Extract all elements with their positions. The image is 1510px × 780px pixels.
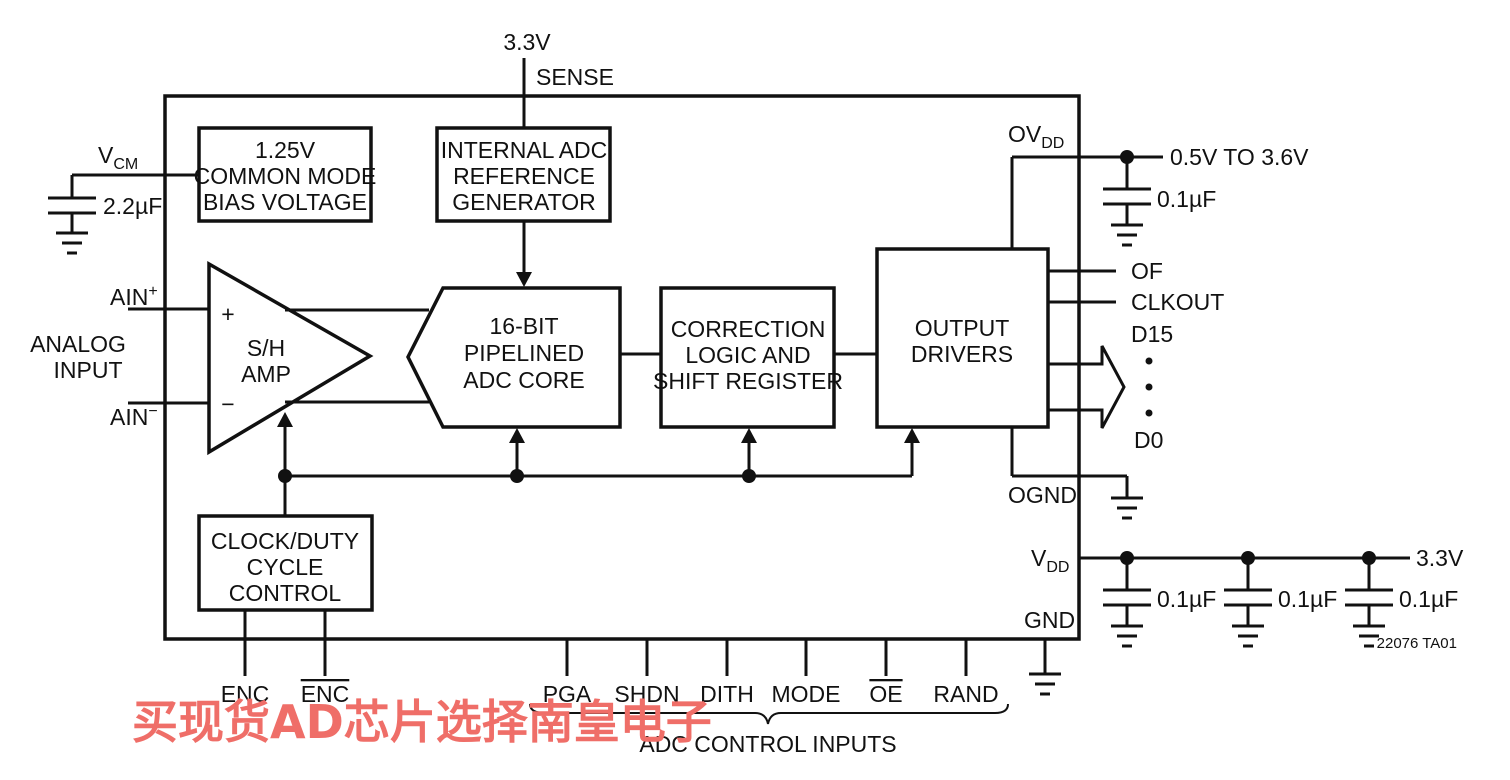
bias-voltage-block <box>197 126 373 223</box>
correction-line-2: LOGIC AND <box>685 342 810 368</box>
clock-junction-1 <box>278 469 292 483</box>
output-line-1: OUTPUT <box>915 315 1010 341</box>
bus-dot-1 <box>1145 357 1153 365</box>
correction-logic-block <box>659 286 836 429</box>
analog-input-line-2: INPUT <box>54 357 123 383</box>
vdd-label: VDD <box>1031 545 1069 576</box>
pga-label: PGA <box>543 681 592 707</box>
of-label: OF <box>1131 258 1163 284</box>
ovdd-label: OVDD <box>1008 121 1064 152</box>
reference-line-1: INTERNAL ADC <box>441 137 608 163</box>
clkout-label: CLKOUT <box>1131 289 1224 315</box>
gnd-label: GND <box>1024 607 1075 633</box>
adc-core-block <box>406 286 622 429</box>
oe-bar-label: OE <box>869 681 902 707</box>
vdd-cap-2 <box>1224 551 1272 648</box>
dith-label: DITH <box>700 681 754 707</box>
bias-line-3: BIAS VOLTAGE <box>203 189 367 215</box>
clock-line-2: CYCLE <box>247 554 324 580</box>
ovdd-ground-icon <box>1111 223 1143 247</box>
ognd-ground-icon <box>1111 496 1143 520</box>
chip-outline <box>163 94 1081 641</box>
mode-label: MODE <box>772 681 841 707</box>
sh-amp-line-1: S/H <box>247 335 285 361</box>
clock-output-arrow <box>904 428 920 443</box>
output-drivers-block <box>875 247 1050 429</box>
d15-label: D15 <box>1131 321 1173 347</box>
clock-amp-arrow <box>277 412 293 427</box>
vdd-cap-2-label: 0.1µF <box>1278 586 1337 612</box>
ovdd-range-label: 0.5V TO 3.6V <box>1170 144 1309 170</box>
gnd-ground-icon <box>1029 672 1061 696</box>
ain-plus-label: AIN+ <box>110 283 158 310</box>
adc-control-inputs-label: ADC CONTROL INPUTS <box>639 731 896 757</box>
d0-label: D0 <box>1134 427 1163 453</box>
bias-line-2: COMMON MODE <box>194 163 377 189</box>
vdd-cap-1 <box>1103 551 1151 648</box>
sense-label: SENSE <box>536 64 614 90</box>
amp-plus-sign: + <box>221 301 234 327</box>
output-line-2: DRIVERS <box>911 341 1013 367</box>
control-inputs-brace <box>529 703 1009 725</box>
bus-dot-3 <box>1145 409 1153 417</box>
enc-bar-label: ENC <box>301 681 350 707</box>
correction-line-1: CORRECTION <box>671 316 826 342</box>
figure-id: 22076 TA01 <box>1377 635 1457 652</box>
vdd-cap-1-label: 0.1µF <box>1157 586 1216 612</box>
amp-minus-sign: − <box>221 391 234 417</box>
vdd-cap-3-label: 0.1µF <box>1399 586 1458 612</box>
vcm-cap-label: 2.2µF <box>103 193 162 219</box>
clock-line-1: CLOCK/DUTY <box>211 528 359 554</box>
bus-dot-2 <box>1145 383 1153 391</box>
reference-line-3: GENERATOR <box>452 189 596 215</box>
ovdd-cap-label: 0.1µF <box>1157 186 1216 212</box>
analog-input-line-1: ANALOG <box>30 331 126 357</box>
adc-core-line-3: ADC CORE <box>463 367 584 393</box>
clock-correction-arrow <box>741 428 757 443</box>
adc-core-line-2: PIPELINED <box>464 340 584 366</box>
ognd-label: OGND <box>1008 482 1077 508</box>
clock-adc-arrow <box>509 428 525 443</box>
vcm-ground-icon <box>56 231 88 255</box>
data-bus-arrow <box>1048 345 1126 429</box>
vdd-supply-label: 3.3V <box>1416 545 1464 571</box>
bias-line-1: 1.25V <box>255 137 316 163</box>
ain-minus-label: AIN− <box>110 403 158 430</box>
vdd-cap-3 <box>1345 551 1393 648</box>
correction-line-3: SHIFT REGISTER <box>653 368 843 394</box>
reference-line-2: REFERENCE <box>453 163 595 189</box>
adc-core-line-1: 16-BIT <box>489 313 558 339</box>
clock-line-3: CONTROL <box>229 580 342 606</box>
enc-label: ENC <box>221 681 270 707</box>
clock-control-block <box>197 514 374 612</box>
vref-label: 3.3V <box>503 29 551 55</box>
watermark-text: 买现货AD芯片选择南皇电子 <box>132 695 712 749</box>
vcm-label: VCM <box>98 142 138 173</box>
rand-label: RAND <box>933 681 998 707</box>
shdn-label: SHDN <box>614 681 679 707</box>
reference-generator-block <box>435 126 612 223</box>
sh-amp-line-2: AMP <box>241 361 291 387</box>
reference-arrow <box>516 272 532 287</box>
